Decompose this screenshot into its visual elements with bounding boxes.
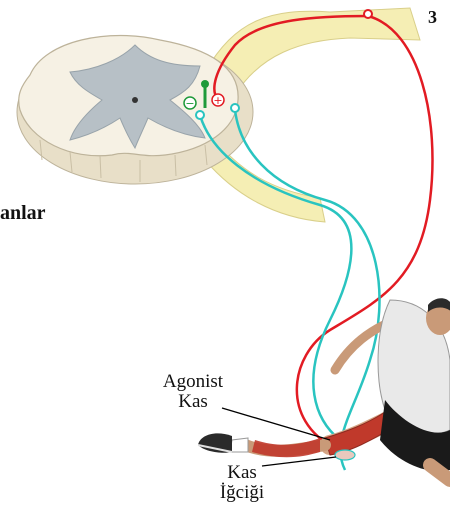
- inhibitory-sign-text: −: [185, 97, 194, 110]
- spindle-leader-line: [262, 457, 336, 466]
- muscle-spindle: [335, 450, 355, 460]
- top-number-label: 3: [428, 8, 437, 27]
- agonist-label-line1: Agonist: [148, 372, 238, 392]
- excitatory-sign-text: +: [213, 94, 222, 107]
- motor-neuron-body-2: [231, 104, 239, 112]
- spindle-label-line1: Kas: [212, 463, 272, 483]
- spindle-label-line2: İğciği: [212, 483, 272, 503]
- agonist-muscle-label: Agonist Kas: [148, 372, 238, 412]
- agonist-label-line2: Kas: [148, 392, 238, 412]
- motor-neuron-body-1: [196, 111, 204, 119]
- sensory-ganglion-cell: [364, 10, 372, 18]
- interneuron-body: [201, 80, 209, 88]
- central-canal: [132, 97, 138, 103]
- left-cut-label: anlar: [0, 203, 46, 224]
- motor-neuron-2: [235, 110, 380, 470]
- agonist-leader-line: [222, 408, 330, 440]
- muscle-spindle-label: Kas İğciği: [212, 463, 272, 503]
